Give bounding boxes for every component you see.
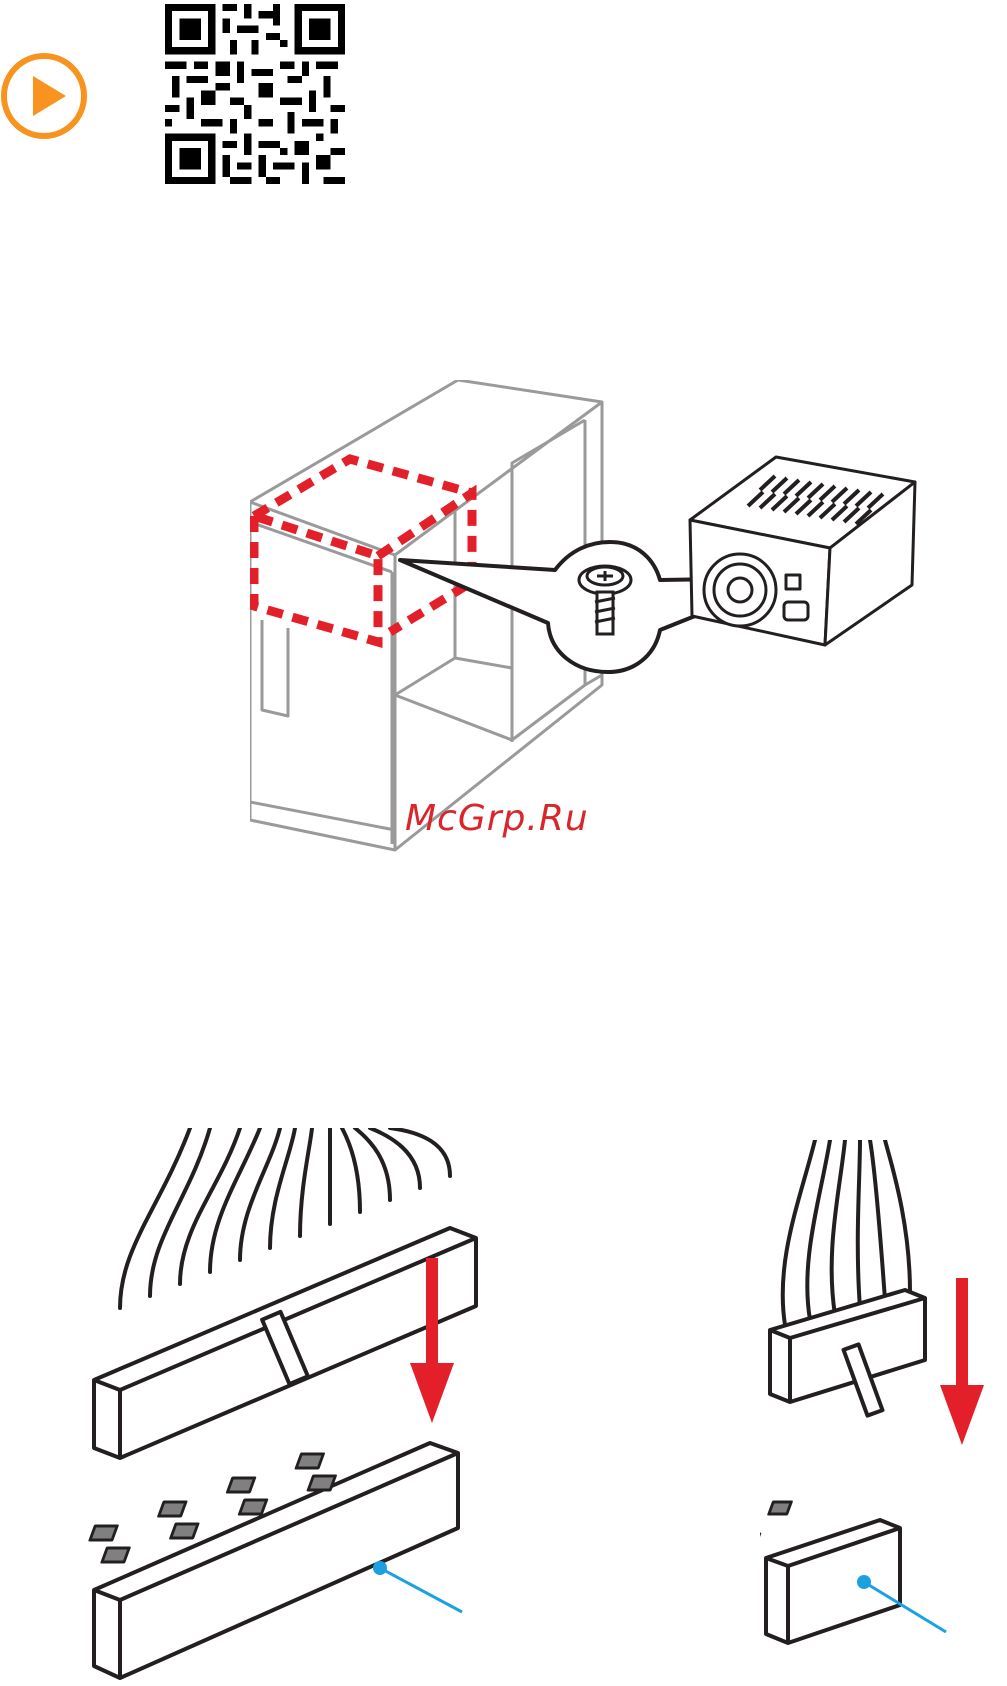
atx-plug	[94, 1228, 476, 1458]
eps-8pin-connector	[760, 1140, 1007, 1686]
psu-bay-highlight	[254, 459, 472, 642]
pointer-line	[373, 1561, 462, 1612]
watermark: McGrp.Ru	[405, 798, 589, 839]
atx-24pin-connector	[80, 1128, 500, 1686]
eps-plug	[770, 1290, 925, 1416]
power-supply	[690, 457, 915, 645]
power-socket-icon	[784, 602, 808, 620]
play-video-icon[interactable]	[0, 52, 88, 140]
eps-socket	[760, 1502, 900, 1643]
down-arrow	[940, 1278, 984, 1445]
qr-code[interactable]	[165, 4, 345, 184]
atx-socket	[80, 1443, 458, 1678]
case-psu-installation-diagram	[250, 380, 990, 930]
power-switch-icon	[786, 575, 800, 589]
